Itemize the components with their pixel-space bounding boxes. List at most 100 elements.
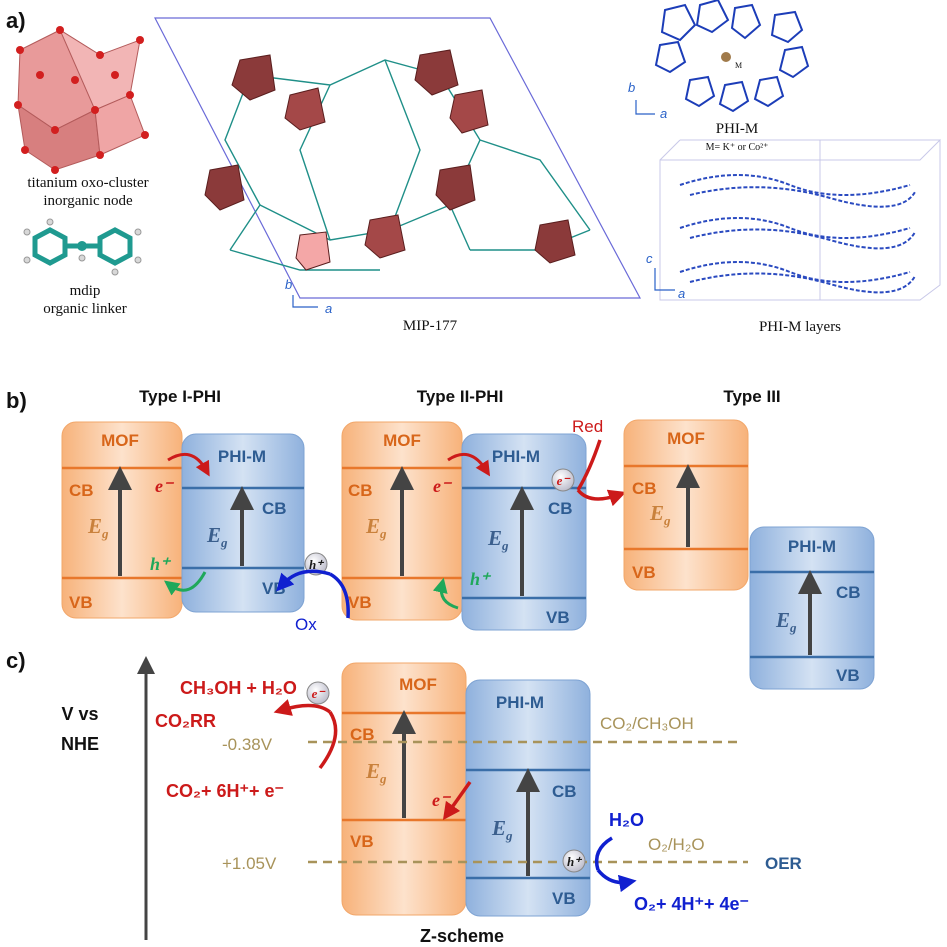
type2-electron-arrow [447, 452, 491, 477]
type1-phi-label: PHI-M [218, 447, 266, 466]
zscheme-electron-top: e⁻ [312, 686, 327, 701]
zscheme-mof-box [341, 662, 467, 916]
type1-mof-label: MOF [101, 431, 139, 450]
node-caption-1: titanium oxo-cluster [27, 175, 148, 191]
type1-phi-box [181, 433, 305, 613]
mip-caption: MIP-177 [403, 318, 458, 334]
zscheme-phi-cb: CB [552, 782, 577, 801]
type1-hole-arrow [163, 571, 207, 596]
h2o-label: H₂O [609, 810, 644, 830]
zscheme-phi-eg: Eg [491, 816, 513, 843]
co2-equation: CO₂+ 6H⁺+ e⁻ [166, 781, 284, 801]
type1-mof-cb: CB [69, 481, 94, 500]
zscheme-hole: h⁺ [567, 854, 583, 869]
ox-arrow-in [329, 572, 350, 619]
potential-1: -0.38V [222, 735, 273, 754]
linker-caption-2: organic linker [43, 301, 126, 317]
type2-phi-vb: VB [546, 608, 570, 627]
type2-title: Type II-PHI [417, 387, 504, 406]
zscheme-electron: e⁻ [432, 790, 452, 810]
type3-phi-cb: CB [836, 583, 861, 602]
zscheme-electron-ball-icon [306, 681, 330, 705]
zscheme-hole-ball-icon [562, 849, 586, 873]
ox-hole-label: h⁺ [309, 557, 325, 572]
phi-axis-b: b [628, 80, 635, 95]
metal-ion-icon [721, 52, 731, 62]
type1-mof-vb: VB [69, 593, 93, 612]
type3-phi-box [749, 526, 875, 690]
panel-c-letter: c) [6, 648, 26, 673]
type3-mof-label: MOF [667, 429, 705, 448]
ch3oh-label: CH₃OH + H₂O [180, 678, 297, 698]
zscheme-phi-box [465, 679, 591, 917]
zscheme-phi-vb: VB [552, 889, 576, 908]
type1-phi-cb: CB [262, 499, 287, 518]
zscheme-title: Z-scheme [420, 926, 504, 946]
linker-caption-1: mdip [70, 283, 101, 299]
oer-arrow-in [594, 836, 613, 871]
red-arrow-out [576, 488, 627, 507]
zscheme-mof-cb: CB [350, 725, 375, 744]
mdip-linker-image [23, 218, 142, 276]
red-electron-label: e⁻ [557, 473, 572, 488]
phi-subtitle: M= K⁺ or Co²⁺ [706, 142, 769, 153]
type2-hole-arrow [432, 577, 459, 610]
type3-mof-box [623, 419, 749, 591]
electron-ball-icon [551, 468, 575, 492]
type2-mof-cb: CB [348, 481, 373, 500]
phi-m-structure-image [654, 0, 810, 113]
type2-mof-label: MOF [383, 431, 421, 450]
zscheme-mof-eg: Eg [365, 759, 387, 786]
panel-a-letter: a) [6, 8, 26, 33]
type3-phi-label: PHI-M [788, 537, 836, 556]
type3-mof-cb: CB [632, 479, 657, 498]
type1-mof-box [61, 421, 183, 619]
phi-title: PHI-M [716, 121, 759, 137]
type2-hole: h⁺ [470, 569, 492, 589]
zscheme-phi-label: PHI-M [496, 693, 544, 712]
layers-axis-c: c [646, 251, 653, 266]
phi-axis-a: a [660, 106, 667, 121]
zscheme-mof-label: MOF [399, 675, 437, 694]
co2rr-arrow-out [273, 699, 332, 716]
type2-phi-eg: Eg [487, 526, 509, 553]
type1-hole: h⁺ [150, 554, 172, 574]
layers-caption: PHI-M layers [759, 319, 841, 335]
mip-axis-a: a [325, 301, 332, 316]
axis-label-2: NHE [61, 734, 99, 754]
type2-electron: e⁻ [433, 476, 453, 496]
type1-electron: e⁻ [155, 476, 175, 496]
potential-2: +1.05V [222, 854, 277, 873]
red-label: Red [572, 417, 603, 436]
o2-equation: O₂+ 4H⁺+ 4e⁻ [634, 894, 749, 914]
zscheme-mof-vb: VB [350, 832, 374, 851]
layers-axis-a: a [678, 286, 685, 301]
type2-phi-label: PHI-M [492, 447, 540, 466]
type1-phi-eg: Eg [206, 523, 228, 550]
mip-axis-lines [292, 295, 318, 308]
ox-label: Ox [295, 615, 317, 634]
type3-mof-vb: VB [632, 563, 656, 582]
panel-b-letter: b) [6, 388, 27, 413]
type2-mof-box [341, 421, 463, 621]
type3-phi-vb: VB [836, 666, 860, 685]
type3-title: Type III [723, 387, 780, 406]
type1-electron-arrow [167, 452, 210, 477]
zscheme-transfer-arrow [442, 780, 472, 821]
node-caption-2: inorganic node [43, 193, 133, 209]
co2rr-arrow-in [318, 711, 338, 770]
phi-m-layers-image [659, 138, 941, 301]
type1-mof-eg: Eg [87, 514, 109, 541]
oer-label: OER [765, 854, 802, 873]
phi-metal-label: M [735, 61, 742, 70]
type2-mof-eg: Eg [365, 514, 387, 541]
mip177-structure-image [154, 17, 642, 299]
type3-phi-eg: Eg [775, 608, 797, 635]
couple-2: O₂/H₂O [648, 835, 705, 854]
type3-mof-eg: Eg [649, 501, 671, 528]
type1-title: Type I-PHI [139, 387, 221, 406]
titanium-cluster-image [14, 26, 149, 174]
oer-arrow-out [596, 868, 637, 893]
couple-1: CO₂/CH₃OH [600, 714, 694, 733]
